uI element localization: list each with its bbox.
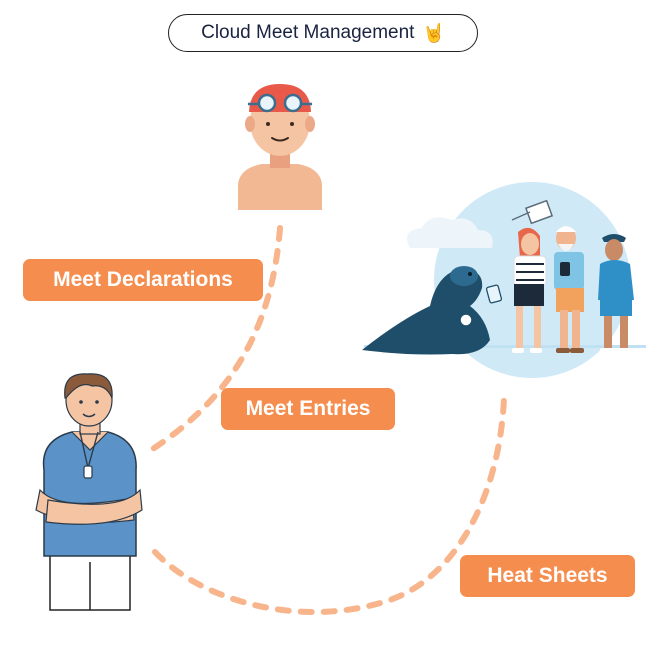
connector-coach-to-spectators [152,395,507,615]
step-label-meet-declarations: Meet Declarations [23,259,263,301]
step-label-meet-entries: Meet Entries [221,388,395,430]
page-title: Cloud Meet Management [201,22,415,43]
swimmer-avatar [238,84,322,210]
coach-illustration [35,373,143,611]
rock-hand-icon: 🤘 [422,22,445,43]
page-title-pill: Cloud Meet Management 🤘 [168,14,478,52]
step-label-heat-sheets: Heat Sheets [460,555,635,597]
spectators-scene [362,182,646,378]
connector-swimmer-to-coach [145,225,283,455]
